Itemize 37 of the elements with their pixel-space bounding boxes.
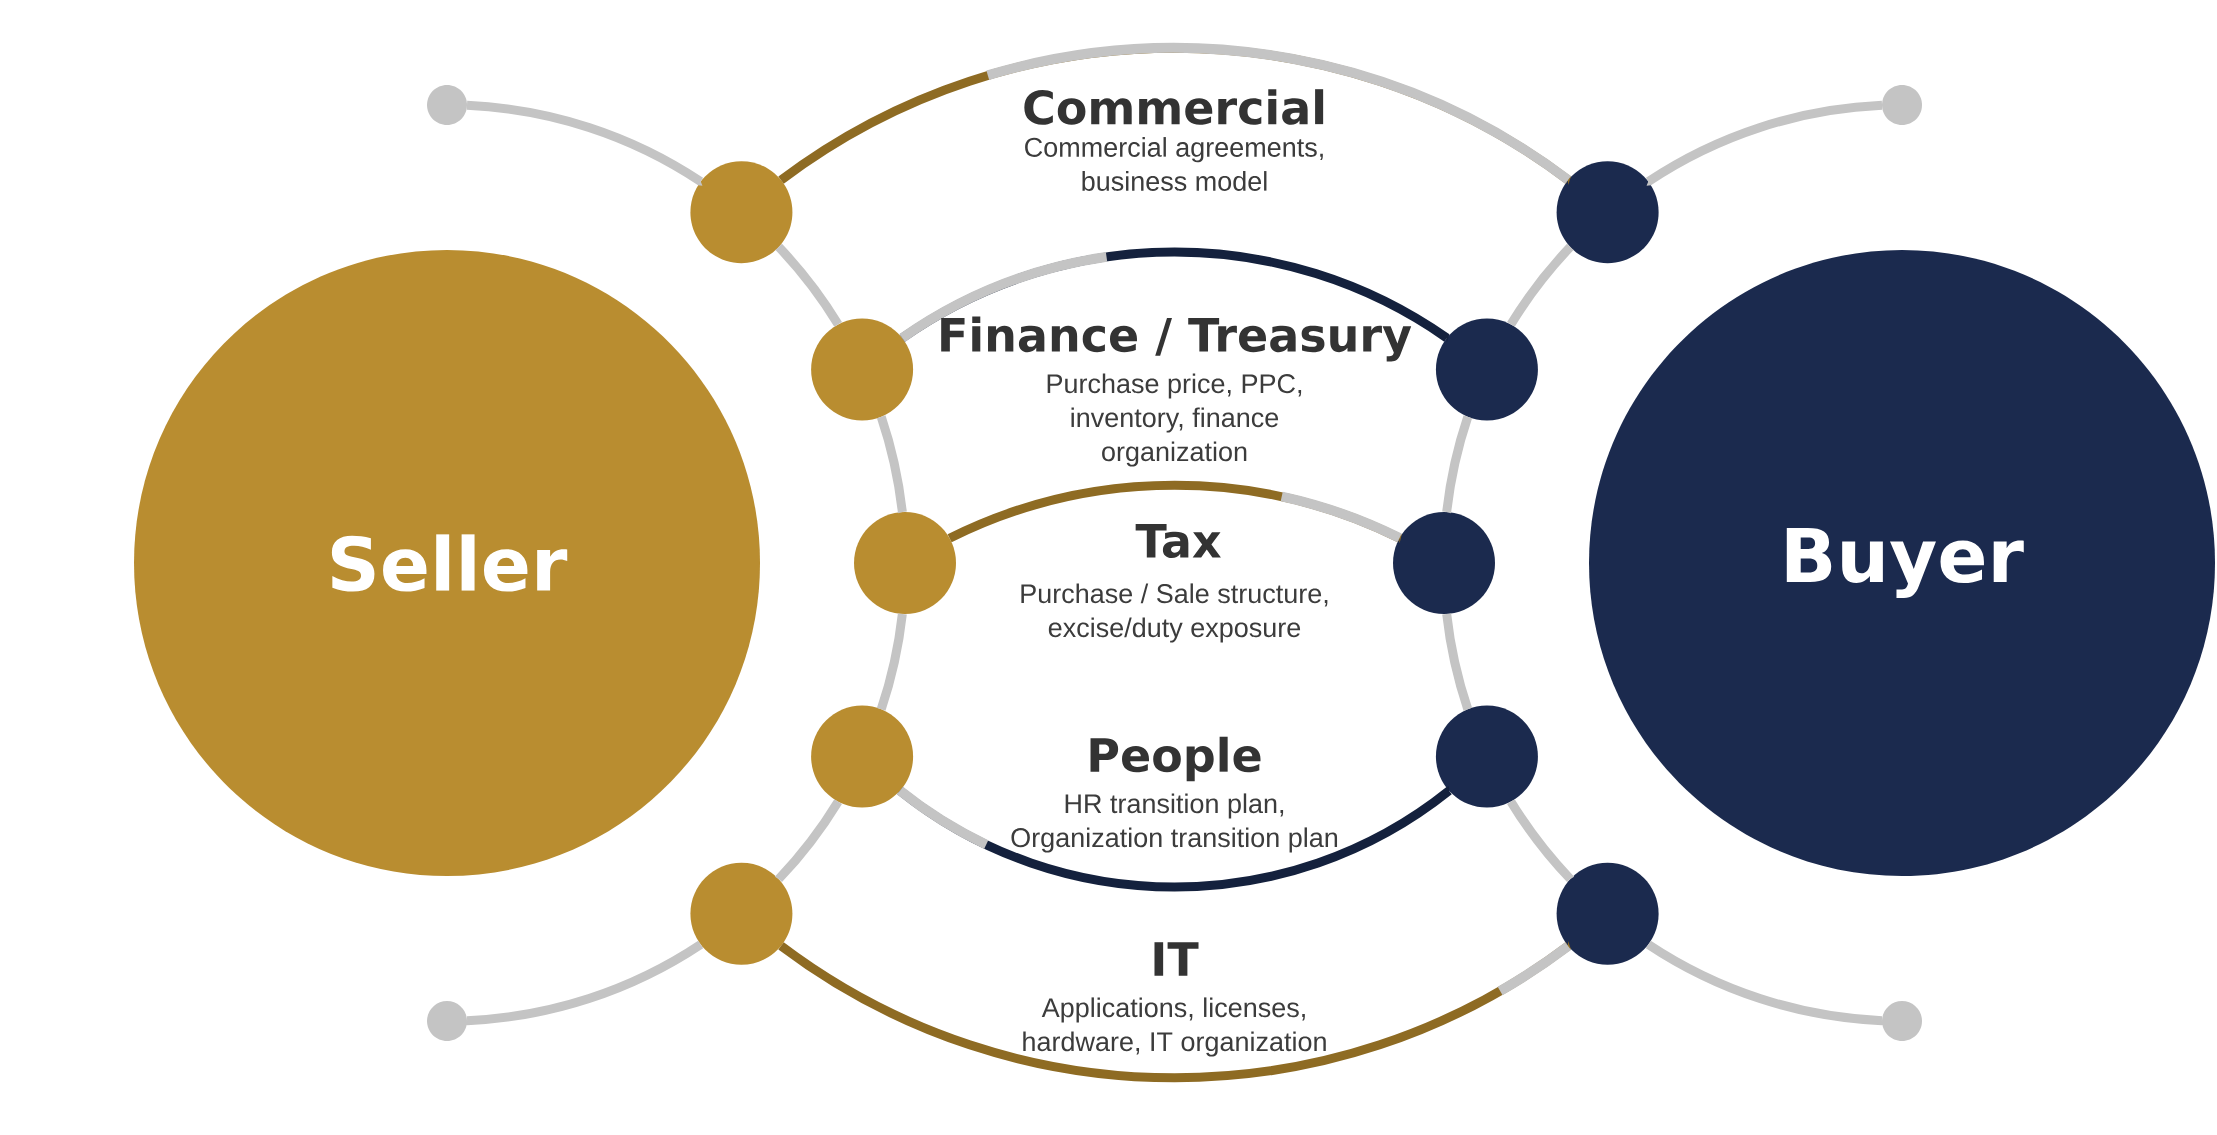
end-dot: [427, 85, 467, 125]
curved-line: [778, 43, 1573, 185]
curved-line: [947, 480, 1405, 543]
curved-line: [899, 247, 1452, 343]
topic-description: Purchase price, PPC, inventory, finance organization: [1047, 373, 1302, 467]
curved-line: [1442, 613, 1473, 714]
curved-line: [778, 941, 1573, 1083]
topic-description: Purchase / Sale structure, excise/duty exposure: [1021, 583, 1328, 643]
curved-line: [1506, 243, 1574, 329]
curved-line: [774, 799, 842, 884]
topic-heading: IT: [1154, 942, 1199, 976]
connector-dot: [690, 161, 793, 264]
topic-heading: Commercial: [1024, 89, 1324, 125]
topic-heading: Tax: [1135, 523, 1221, 559]
connector-dot: [690, 862, 793, 965]
connector-dot: [811, 705, 914, 808]
connector-dot: [854, 512, 956, 614]
end-dot: [1882, 85, 1922, 125]
connector-dot: [1393, 512, 1495, 614]
curved-line: [896, 786, 1454, 892]
end-dot: [1882, 1001, 1922, 1041]
end-dot: [427, 1001, 467, 1041]
connector-dot: [1435, 318, 1538, 421]
curved-line: [1507, 799, 1575, 884]
curved-line: [466, 100, 706, 186]
connector-dot: [811, 318, 914, 421]
topic-description: Applications, licenses, hardware, IT organization: [1023, 997, 1326, 1057]
connector-dot: [1435, 705, 1538, 808]
curved-line: [1643, 100, 1883, 186]
curved-line: [775, 243, 843, 329]
connector-dot: [1556, 862, 1659, 965]
topic-heading: Finance / Treasury: [941, 316, 1412, 362]
curved-line: [876, 613, 907, 714]
topic-description: Commercial agreements, business model: [1025, 137, 1323, 191]
topic-description: HR transition plan, Organization transition plan: [1011, 793, 1338, 853]
connector-dot: [1556, 161, 1659, 264]
topic-heading: People: [1090, 736, 1261, 782]
